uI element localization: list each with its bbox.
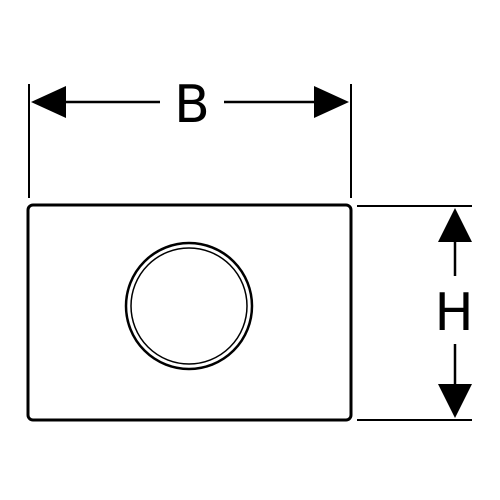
button-outer-ring <box>124 241 254 371</box>
width-arrowhead-left <box>31 86 66 118</box>
flush-plate <box>26 203 353 422</box>
width-dimension: B <box>28 75 352 198</box>
width-label: B <box>174 75 210 135</box>
height-arrowhead-bottom <box>438 384 472 418</box>
height-dimension: H <box>357 205 474 421</box>
width-arrowhead-right <box>314 86 349 118</box>
height-label: H <box>434 283 473 343</box>
height-arrowhead-top <box>438 208 472 242</box>
button-inner-ring <box>130 247 248 365</box>
plate-outline <box>26 203 353 422</box>
